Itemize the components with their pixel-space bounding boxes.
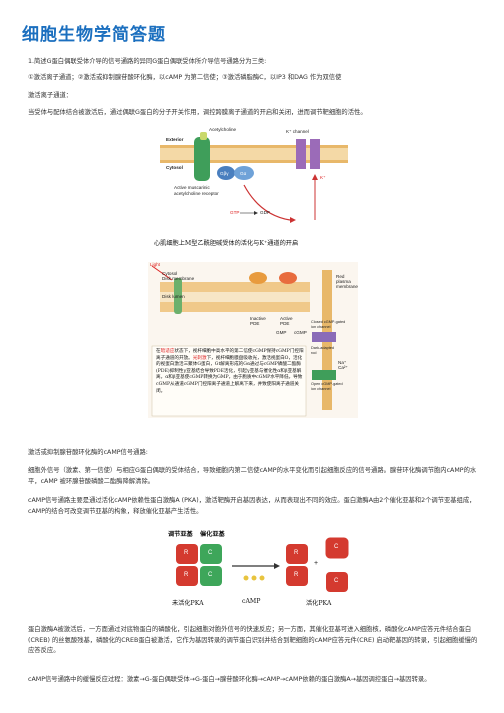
r-letter: R xyxy=(184,572,189,578)
camp-paragraph-4: cAMP信号通路中的缓慢反应过程：激素→G-蛋白偶联受体→G-蛋白→腺苷酸环化酶… xyxy=(28,676,431,683)
plus-sign: + xyxy=(314,560,319,567)
label-k-channel: K⁺ channel xyxy=(286,129,309,134)
rod-diagram xyxy=(148,262,358,418)
camp-heading: 激活或抑制腺苷酸环化酶的cAMP信号通路: xyxy=(28,449,148,456)
c-subunit-1 xyxy=(200,544,222,564)
label-active-pka: 活化PKA xyxy=(306,600,332,607)
figure-pka-activation: 调节亚基 催化亚基 R R C C R R C C + 未活化PKA cAMP … xyxy=(166,526,356,612)
camp-paragraph-3: 蛋白激酶A被激活后，一方面通过对底物蛋白的磷酸化，引起细胞对胞外信号的快速反应；… xyxy=(28,626,478,654)
muscarinic-diagram xyxy=(160,132,348,223)
label-gdp: GDP xyxy=(260,210,270,215)
k-channel-left xyxy=(296,139,306,169)
text-light-stimulus: 光刺激 xyxy=(192,355,207,361)
label-closed-channel: Closed cGMP-gated ion channel xyxy=(311,320,346,329)
page-title: 细胞生物学简答题 xyxy=(22,25,166,45)
ion-channel-heading: 激活离子通道： xyxy=(28,92,73,99)
acetylcholine-molecule xyxy=(200,132,207,140)
ion-channel-text: 当受体与配体结合被激活后，通过偶联G蛋白的分子开关作用，调控跨膜离子通道的开启和… xyxy=(28,109,367,116)
label-open-channel: Open cGMP-gated ion channel xyxy=(311,382,343,391)
rhodopsin-shape xyxy=(174,278,182,314)
c-letter: C xyxy=(208,572,213,578)
c-letter: C xyxy=(334,578,339,584)
label-disk-membrane: Disk membrane xyxy=(162,276,195,281)
camp-paragraph-1: 细胞外信号（激素、第一信使）与相应G蛋白偶联的受体结合，导致细胞内第二信使cAM… xyxy=(28,467,477,485)
disk-lumen xyxy=(160,292,310,302)
label-inactive-pka: 未活化PKA xyxy=(172,600,204,607)
text-segment: 状态下，视杆细胞中高水平的第二信使cGMP保持cGMP门控阳离子通道的开放。 xyxy=(156,349,304,361)
c-subunit-2 xyxy=(200,566,222,586)
light-ray xyxy=(151,265,173,281)
k-channel-right xyxy=(310,139,320,169)
label-receptor: Active muscarinic acetylcholine receptor xyxy=(174,185,219,196)
question-1: 1.简述G蛋白偶联受体介导的信号通路的异同G蛋白偶联受体所介导信号通路分为三类: xyxy=(28,58,267,65)
label-acetylcholine: Acetylcholine xyxy=(209,127,237,132)
r-subunit-3 xyxy=(286,544,308,564)
label-catalytic-subunit: 催化亚基 xyxy=(200,531,225,538)
active-pde-shape xyxy=(279,272,297,284)
label-g-beta-gamma: Gβγ xyxy=(220,171,229,176)
text-segment: 在 xyxy=(156,349,161,354)
label-gmp: GMP xyxy=(276,330,287,335)
label-exterior: Exterior xyxy=(166,137,184,142)
label-gtp: GTP xyxy=(230,210,240,215)
closed-channel-shape xyxy=(312,332,336,342)
label-cgmp: cGMP xyxy=(294,330,307,335)
label-disk-lumen: Disk lumen xyxy=(162,294,185,299)
label-inactive-pde: Inactive PDE xyxy=(250,316,266,326)
label-na-ca: Na⁺ Ca²⁺ xyxy=(338,360,348,370)
inactive-pde-shape xyxy=(249,272,267,284)
label-g-alpha: Gα xyxy=(240,171,247,176)
disk-membrane-top xyxy=(160,282,310,292)
open-channel-shape xyxy=(312,370,336,380)
r-subunit-1 xyxy=(176,544,198,564)
camp-paragraph-2: cAMP信号通路主要是通过活化cAMP依赖性蛋白激酶A (PKA)，激活靶酶开启… xyxy=(28,497,476,515)
explanation-box xyxy=(151,345,307,417)
camp-dot xyxy=(251,575,257,581)
label-light: Light xyxy=(150,262,160,267)
r-letter: R xyxy=(294,550,299,556)
figure-rod-phototransduction: Light Cytosol Disk membrane Disk lumen I… xyxy=(148,262,358,418)
label-rod-membrane: Red plasma membrane xyxy=(336,274,358,289)
figure-muscarinic-receptor: Acetylcholine K⁺ channel Exterior Cytoso… xyxy=(154,125,348,250)
r-letter: R xyxy=(184,550,189,556)
c-letter: C xyxy=(208,550,213,556)
camp-dot xyxy=(259,575,265,581)
r-subunit-4 xyxy=(286,566,308,586)
figure-1-caption: 心肌细胞上M型乙酰胆碱受体的活化与K⁺通道的开启 xyxy=(154,240,299,247)
figure-2-explanation: 在暗适应状态下，视杆细胞中高水平的第二信使cGMP保持cGMP门控阳离子通道的开… xyxy=(156,349,304,395)
label-dark-adapted: Dark-adapted rod xyxy=(311,346,335,355)
c-released-2 xyxy=(326,572,348,592)
r-subunit-2 xyxy=(176,566,198,586)
text-dark-adapted: 暗适应 xyxy=(160,349,175,354)
activation-arrow xyxy=(243,184,291,221)
text-segment: 下，视杆细胞膜盘吸收光，激活视蛋白O，活化的视蛋白激活三聚体G蛋白，Gt解离形成… xyxy=(156,355,303,394)
label-cytosol-2: Cytosol xyxy=(162,271,178,276)
label-regulatory-subunit: 调节亚基 xyxy=(168,531,193,538)
label-k-plus: K⁺ xyxy=(320,175,326,180)
label-active-pde: Active PDE xyxy=(280,316,293,326)
c-released-1 xyxy=(325,537,349,559)
camp-dot xyxy=(243,575,249,581)
disk-membrane-bottom xyxy=(160,302,310,312)
c-letter: C xyxy=(334,544,339,550)
receptor-shape xyxy=(194,137,210,181)
pka-diagram xyxy=(176,537,349,592)
pathway-types: ①激活离子通道；②激活或抑制腺苷酸环化酶，以cAMP 为第二信使；③激活磷脂酶C… xyxy=(28,74,342,81)
g-alpha-shape xyxy=(234,166,254,180)
label-cytosol: Cytosol xyxy=(166,165,183,170)
g-beta-gamma-shape xyxy=(217,166,235,180)
r-letter: R xyxy=(294,572,299,578)
label-camp: cAMP xyxy=(242,598,261,605)
